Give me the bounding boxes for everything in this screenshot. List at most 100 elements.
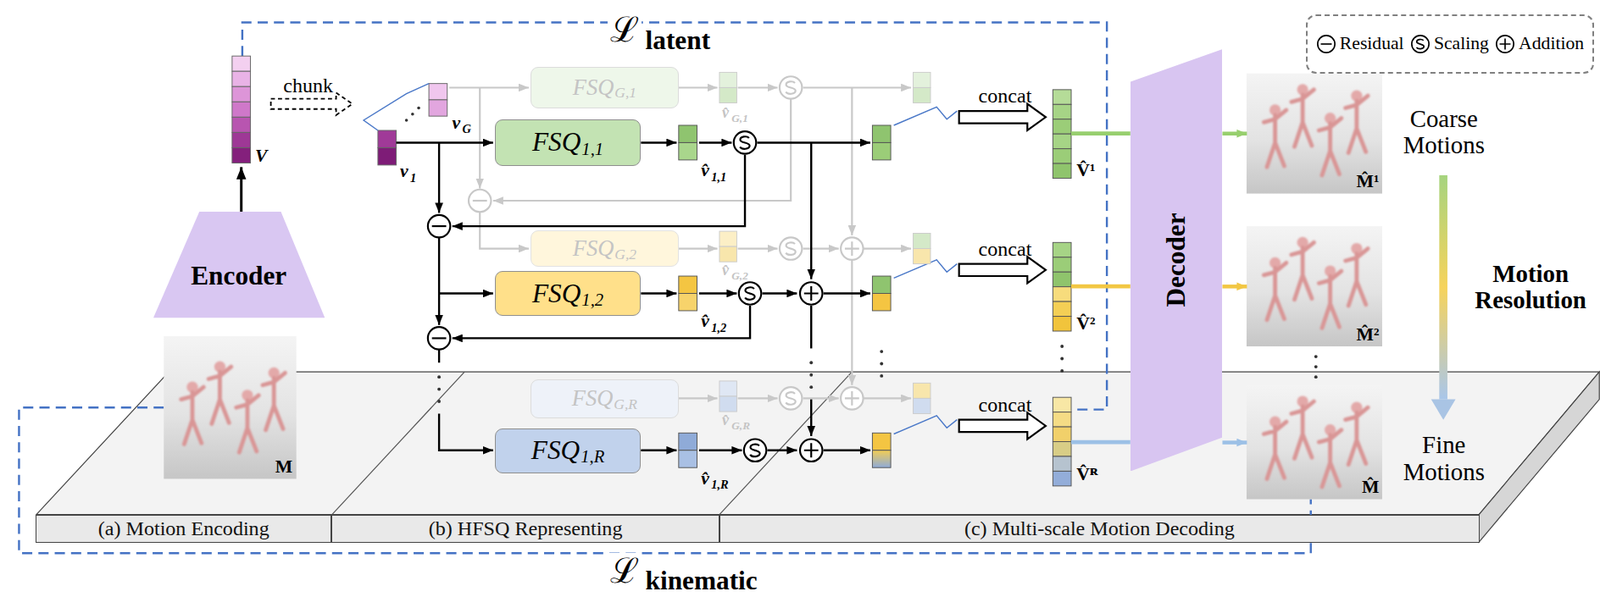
concat-vector [1052, 397, 1072, 412]
fsq-box: FSQ1,2 [494, 271, 641, 317]
quantized-vector [678, 125, 891, 468]
loss-bracket [18, 22, 1311, 554]
connector-arrow [1222, 440, 1247, 445]
brace-line [894, 416, 958, 435]
latent-vector [428, 100, 448, 117]
faded-vector [913, 87, 931, 103]
brace-line [894, 106, 958, 126]
stage-band: (a) Motion Encoding [35, 515, 332, 544]
faded-operator [840, 237, 863, 260]
legend-symbol [1316, 33, 1337, 55]
faded-flow [863, 247, 912, 250]
legend-item: Residual [1316, 33, 1405, 55]
ellipsis-dot [405, 118, 409, 123]
node-label: (a) Motion Encoding [98, 517, 270, 540]
stage-band: (b) HFSQ Representing [331, 515, 720, 544]
legend-item: Addition [1494, 33, 1584, 55]
concat-vector [1052, 272, 1072, 287]
quantized-vector [872, 125, 891, 143]
motion-image [1246, 385, 1383, 500]
motion-image [1246, 226, 1383, 347]
quantized-vector [872, 142, 891, 160]
concat-vector [1052, 163, 1072, 178]
legend-box: Residual Scaling Addition [1305, 14, 1595, 74]
quantized-vector [678, 433, 698, 450]
main-flow [396, 141, 494, 144]
vector-label: v̂ [700, 469, 710, 490]
concat-vector [1052, 427, 1072, 442]
fsq-box: FSQG,R [530, 379, 679, 419]
main-flow [438, 292, 494, 295]
main-flow [241, 142, 871, 450]
loss-symbol: ℒ [607, 553, 642, 592]
faded-operator [779, 237, 802, 260]
concat-vector [1052, 442, 1072, 457]
motion-panel: M̂² [1246, 226, 1383, 347]
legend-symbol [1494, 33, 1516, 55]
legend-symbol [1411, 35, 1429, 53]
vector-label: v̂ [722, 412, 729, 430]
side-label: Fine Motions [1388, 432, 1500, 487]
stage-band: (c) Multi-scale Motion Decoding [719, 515, 1480, 544]
ellipsis-dot [879, 362, 884, 367]
legend-label: Addition [1518, 33, 1584, 55]
ellipsis-dot [416, 106, 421, 111]
subscript: G,1 [731, 111, 748, 125]
main-flow [810, 142, 812, 279]
latent-vector [232, 71, 251, 87]
concat-vector [1052, 471, 1072, 486]
node-label: FSQ [572, 236, 615, 262]
faded-flow [678, 397, 718, 400]
subscript: 1 [410, 172, 417, 186]
legend-item: Scaling [1410, 33, 1489, 55]
concat-vector [1052, 456, 1072, 472]
decoder-block: Decoder [1130, 49, 1223, 472]
faded-flow [803, 247, 839, 250]
node-label: (b) HFSQ Representing [428, 517, 623, 540]
ellipsis-dot [1060, 357, 1064, 362]
faded-flow [678, 86, 718, 89]
node-label: (c) Multi-scale Motion Decoding [964, 517, 1235, 540]
hollow-arrow [959, 256, 1046, 284]
faded-flow [803, 397, 839, 400]
node-label: M̂² [1356, 325, 1380, 346]
legend-symbol [1496, 35, 1514, 53]
main-flow [640, 450, 677, 452]
motion-image [163, 336, 296, 479]
quantized-vector [872, 293, 891, 311]
node-label: M [275, 457, 293, 478]
latent-vector [232, 86, 251, 102]
subscript: 1,1 [711, 171, 727, 185]
faded-flow [478, 87, 481, 189]
main-flow [438, 237, 440, 325]
concat-vector [1052, 149, 1072, 164]
concat-vector [1052, 257, 1072, 273]
fsq-box: FSQG,1 [530, 66, 679, 108]
main-flow [699, 141, 732, 144]
resolution-arrow [1431, 175, 1456, 421]
faded-operator [468, 76, 864, 410]
vector-label: v̂ [700, 161, 710, 182]
side-label: Motion Resolution [1466, 261, 1595, 316]
subscript: G,1 [614, 84, 637, 101]
fsq-box: FSQ1,R [494, 428, 641, 474]
latent-vector [377, 130, 397, 148]
latent-vector [232, 55, 251, 72]
operator-symbol [427, 327, 450, 350]
connector-arrow [1222, 131, 1247, 136]
faded-vector [913, 398, 931, 414]
operator-symbol [733, 131, 756, 154]
faded-vector [719, 87, 737, 103]
node-label: Encoder [190, 261, 287, 291]
brace-line [363, 83, 957, 435]
main-flow [810, 305, 812, 350]
main-flow [756, 141, 871, 144]
latent-vector [232, 132, 251, 148]
legend-label: Scaling [1433, 33, 1489, 55]
ellipsis-dot [809, 385, 813, 389]
main-flow [438, 142, 440, 213]
main-flow [767, 450, 798, 452]
operator-symbol [427, 215, 450, 238]
main-flow [239, 166, 243, 212]
resolution-arrow [1431, 400, 1456, 421]
